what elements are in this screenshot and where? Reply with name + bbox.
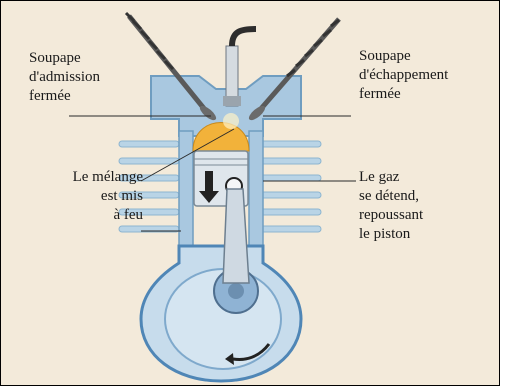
cylinder-wall-right xyxy=(249,131,263,251)
cylinder-wall-left xyxy=(179,131,193,251)
cooling-fins-right xyxy=(259,141,321,232)
spark-glow xyxy=(223,113,239,129)
frame-edge xyxy=(499,0,506,386)
label-intake-valve: Soupape d'admission fermée xyxy=(29,49,100,106)
label-expansion: Le gaz se détend, repoussant le piston xyxy=(359,168,423,244)
crankshaft-center xyxy=(228,283,244,299)
label-exhaust-valve: Soupape d'échappement fermée xyxy=(359,47,448,104)
label-ignition: Le mélange est mis à feu xyxy=(33,168,143,225)
